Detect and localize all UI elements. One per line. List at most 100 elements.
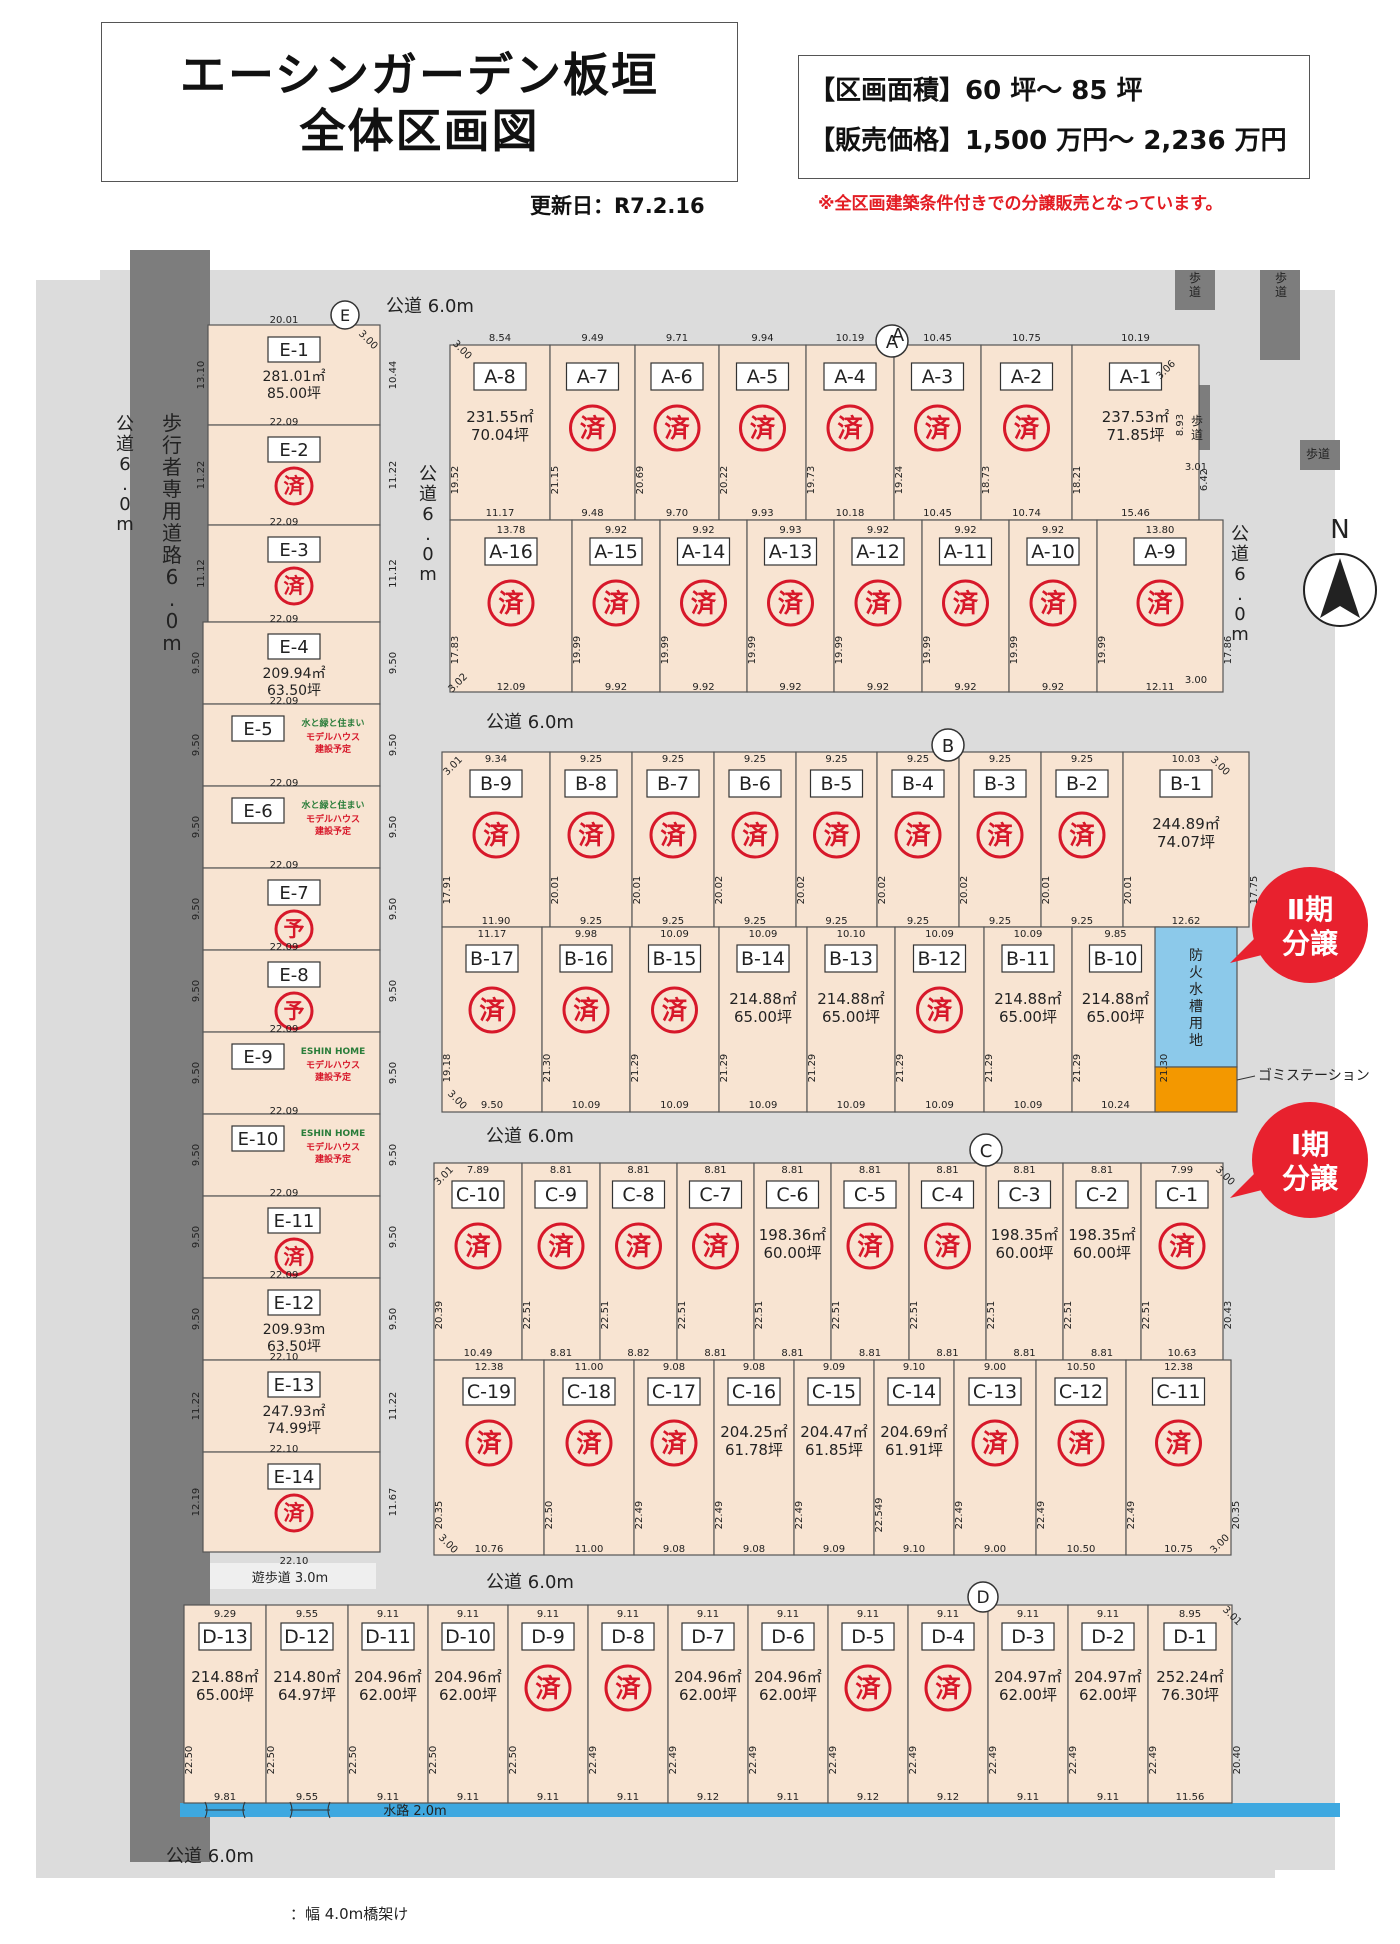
lot-tsubo: 62.00坪 [359, 1686, 417, 1704]
lot-tsubo: 76.30坪 [1161, 1686, 1219, 1704]
dimension-label: 9.12 [697, 1792, 719, 1803]
lot-e-8: E-8予 [202, 949, 381, 1033]
dimension-label: 17.75 [1249, 876, 1260, 905]
road-label-right: m [1231, 624, 1249, 645]
lot-boundary [202, 1113, 381, 1197]
lot-number: E-4 [279, 637, 308, 658]
dimension-label: 11.22 [196, 461, 207, 490]
sold-mark: 済 [953, 589, 979, 618]
sold-mark: 済 [483, 821, 509, 850]
dimension-label: 9.92 [867, 525, 889, 536]
dimension-label: 11.12 [196, 559, 207, 588]
road-label-right: 道 [1231, 544, 1249, 565]
lot-number-box [1075, 1180, 1129, 1209]
sold-stamp [1057, 1419, 1105, 1467]
lot-a-7: A-7済 [549, 344, 636, 521]
dimension-label: 8.81 [627, 1165, 649, 1176]
road-label-pedestrian: . [169, 587, 175, 611]
dimension-label: 9.92 [1042, 682, 1064, 693]
lot-number-box [1088, 944, 1143, 973]
dimension-label: 8.81 [1091, 1165, 1113, 1176]
dimension-label: 9.50 [191, 1144, 202, 1166]
dimension-label: 11.22 [388, 461, 399, 490]
dimension-label: 19.99 [922, 636, 933, 665]
dimension-label: 22.50 [266, 1746, 277, 1775]
dimension-label: 9.71 [666, 333, 688, 344]
lot-b-17: B-17済 [441, 926, 543, 1113]
lot-area: 247.93㎡ [263, 1404, 326, 1420]
dimension-label: 9.08 [743, 1362, 765, 1373]
dimension-label: 22.49 [1068, 1746, 1079, 1775]
lot-number: C-14 [892, 1381, 936, 1403]
sold-stamp [844, 1664, 892, 1712]
dimension-label: 9.50 [191, 898, 202, 920]
lot-number-box [1001, 944, 1055, 973]
lot-number: C-5 [854, 1184, 886, 1206]
dimension-label: 22.09 [270, 1106, 299, 1117]
sold-mark: 済 [1169, 1232, 1195, 1261]
lot-boundary [202, 785, 381, 869]
dimension-label: 21.30 [1159, 1054, 1170, 1083]
sold-mark: 済 [935, 1232, 961, 1261]
dimension-label: 19.99 [834, 636, 845, 665]
dimension-label: 10.09 [1014, 1100, 1043, 1111]
lot-number: D-8 [611, 1626, 645, 1648]
lot-number: C-12 [1059, 1381, 1103, 1403]
road-label-left: 公 [116, 414, 134, 435]
dimension-label: 20.69 [635, 466, 646, 495]
model-house-label: モデルハウス [306, 731, 360, 743]
compass-label: N [1330, 515, 1349, 545]
sold-mark: 済 [778, 589, 804, 618]
dimension-label: 9.50 [388, 898, 399, 920]
lot-number: A-7 [577, 366, 609, 388]
lot-number-box [611, 1180, 666, 1209]
blank-south [36, 1878, 1340, 1900]
lot-number-box [451, 1180, 505, 1209]
lot-number: E-6 [243, 801, 272, 822]
sold-mark: 済 [1040, 589, 1066, 618]
dimension-label: 8.81 [550, 1348, 572, 1359]
dimension-label: 8.93 [1175, 414, 1186, 436]
lot-number-box [231, 1125, 285, 1152]
lot-number-box [564, 769, 618, 798]
sold-mark: 済 [660, 821, 686, 850]
sold-stamp [894, 811, 942, 859]
lot-number: B-15 [652, 948, 696, 970]
lot-number: C-2 [1086, 1184, 1118, 1206]
dimension-label: 12.19 [191, 1488, 202, 1517]
builder-logo: ESHIN HOME [301, 1047, 365, 1057]
model-house-sub: 建設予定 [315, 825, 352, 837]
dimension-label: 9.94 [751, 333, 773, 344]
lot-number: C-17 [652, 1381, 696, 1403]
lot-number: B-6 [739, 773, 771, 795]
block-label-d: D [976, 1588, 989, 1608]
model-house-sub: 建設予定 [315, 1071, 352, 1083]
dimension-label: 10.09 [749, 1100, 778, 1111]
dimension-label: 19.99 [747, 636, 758, 665]
lot-number-box [1155, 1180, 1209, 1209]
dimension-label: 22.09 [270, 696, 299, 707]
lot-number: A-16 [489, 541, 533, 563]
dimension-label: 9.25 [1071, 916, 1093, 927]
water-tank-label: 用 [1189, 1016, 1203, 1032]
dimension-label: 9.25 [662, 916, 684, 927]
dimension-label: 9.11 [617, 1609, 639, 1620]
sold-stamp [976, 811, 1024, 859]
dimension-label: 11.17 [486, 508, 515, 519]
dimension-label: 9.50 [191, 734, 202, 756]
lot-tsubo: 62.00坪 [439, 1686, 497, 1704]
lot-e-14: E-14済 [202, 1451, 381, 1553]
sold-mark: 済 [284, 1501, 306, 1525]
lot-tsubo: 60.00坪 [996, 1244, 1054, 1262]
dimension-label: 21.29 [807, 1054, 818, 1083]
lot-number-box [267, 879, 321, 906]
dimension-label: 19.52 [450, 466, 461, 495]
dimension-label: 20.01 [632, 876, 643, 905]
lot-tsubo: 62.00坪 [999, 1686, 1057, 1704]
lot-c-18: C-18済 [543, 1359, 635, 1556]
lot-tsubo: 74.07坪 [1157, 833, 1215, 851]
dimension-label: 9.50 [388, 816, 399, 838]
